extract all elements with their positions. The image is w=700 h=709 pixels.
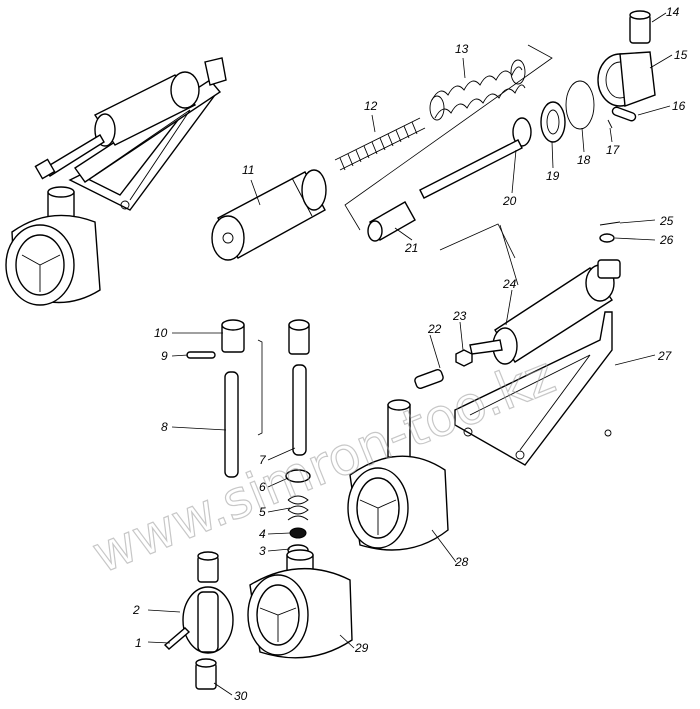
label-21: 21 — [404, 241, 418, 255]
label-5: 5 — [259, 505, 266, 519]
part-26-washer — [599, 233, 615, 243]
part-20-rod — [419, 117, 532, 199]
label-25: 25 — [659, 214, 674, 228]
label-13: 13 — [455, 42, 469, 56]
label-4: 4 — [259, 527, 266, 541]
label-9: 9 — [161, 349, 168, 363]
part-16-pin — [611, 106, 637, 122]
part-4-ring — [289, 527, 307, 539]
part-25-screw — [599, 221, 621, 226]
part-29-valve-body — [247, 549, 353, 659]
part-5-spring — [287, 495, 309, 521]
part-19-seal — [540, 101, 566, 143]
part-10-fork-head — [221, 319, 245, 353]
label-10: 10 — [154, 326, 168, 340]
label-22: 22 — [427, 322, 442, 336]
part-2-valve-plug — [182, 586, 234, 654]
part-7-rod — [288, 319, 310, 456]
part-15-end-cap — [597, 51, 656, 107]
part-22-pin — [414, 369, 444, 389]
label-2: 2 — [132, 603, 140, 617]
part-30-bushing-bottom — [195, 658, 217, 690]
label-16: 16 — [672, 99, 686, 113]
label-20: 20 — [502, 194, 517, 208]
assembled-mechanism — [5, 57, 227, 306]
part-1-pin — [163, 627, 191, 650]
part-24-cylinder-assembly — [469, 259, 621, 365]
label-12: 12 — [364, 99, 378, 113]
part-labels: 1 2 3 4 5 6 7 8 9 10 11 12 13 14 15 16 1… — [132, 5, 688, 703]
part-23-nut — [455, 349, 473, 367]
part-17-clip — [607, 119, 613, 129]
part-6-washer — [285, 469, 311, 483]
label-23: 23 — [452, 309, 467, 323]
label-15: 15 — [674, 48, 688, 62]
part-21-plunger — [367, 201, 416, 242]
label-14: 14 — [666, 5, 680, 19]
label-1: 1 — [135, 636, 142, 650]
label-18: 18 — [577, 153, 591, 167]
label-6: 6 — [259, 480, 266, 494]
part-12-small-spring — [334, 117, 426, 171]
part-13-large-spring — [429, 59, 526, 121]
label-29: 29 — [354, 641, 369, 655]
label-28: 28 — [454, 555, 469, 569]
label-24: 24 — [502, 277, 517, 291]
label-17: 17 — [606, 143, 621, 157]
part-30-bushing-top — [197, 551, 219, 583]
part-11-cylinder — [211, 169, 327, 261]
part-9-pin — [186, 351, 216, 359]
label-26: 26 — [659, 233, 674, 247]
label-19: 19 — [546, 169, 560, 183]
part-27-bracket — [454, 311, 613, 466]
leader-lines — [147, 12, 673, 696]
label-3: 3 — [259, 544, 266, 558]
watermark: www.simron-too.kz — [84, 345, 563, 585]
label-30: 30 — [234, 689, 248, 703]
part-14-bushing — [629, 10, 651, 44]
part-18-ring — [565, 80, 595, 130]
label-8: 8 — [161, 420, 168, 434]
part-8-rod — [224, 371, 239, 478]
label-7: 7 — [259, 453, 267, 467]
label-27: 27 — [657, 349, 673, 363]
label-11: 11 — [242, 163, 254, 177]
part-28-valve-body — [347, 399, 449, 551]
